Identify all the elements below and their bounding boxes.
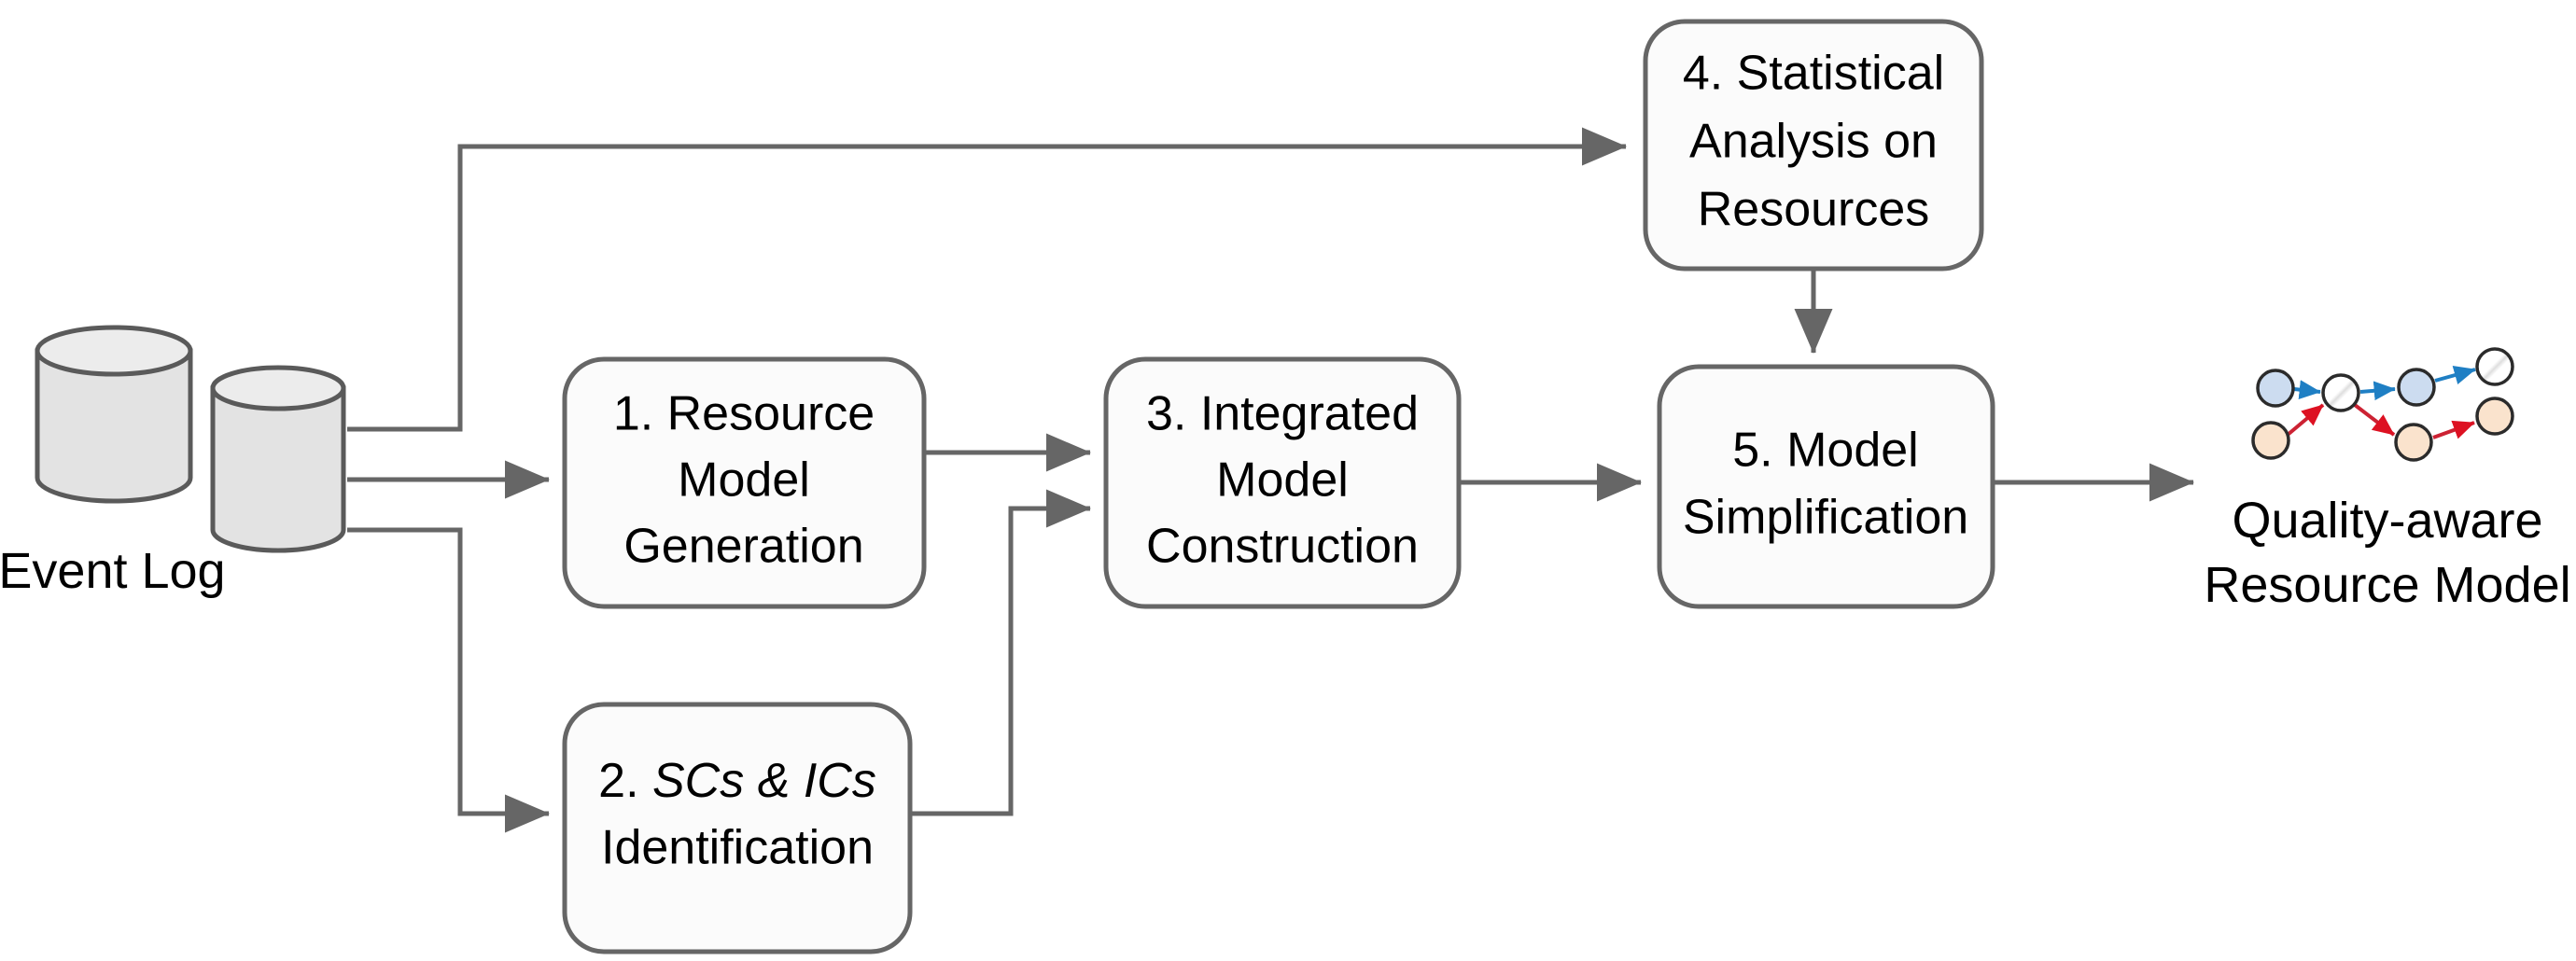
step-2-line-1: 2. SCs & ICs xyxy=(598,754,876,808)
database-cylinder-icon xyxy=(35,325,346,553)
step-5-line-1: 5. Model xyxy=(1732,424,1918,478)
step-4-line-2: Analysis on xyxy=(1689,115,1938,169)
step-box-5[interactable]: 5. Model Simplification xyxy=(1657,364,1995,609)
output-label-line-1: Quality-aware xyxy=(2232,493,2542,549)
step-box-2[interactable]: 2. SCs & ICs Identification xyxy=(562,702,913,954)
event-log-label: Event Log xyxy=(0,543,226,599)
network-graph-icon xyxy=(2251,347,2514,462)
step-2-number: 2. xyxy=(598,754,652,808)
graph-node-2 xyxy=(2321,373,2360,412)
step-5-line-2: Simplification xyxy=(1683,491,1968,545)
step-4-line-1: 4. Statistical xyxy=(1683,47,1944,101)
step-4-line-3: Resources xyxy=(1698,183,1930,237)
step-3-line-2: Model xyxy=(1216,453,1349,508)
step-3-line-1: 3. Integrated xyxy=(1146,387,1419,441)
step-1-line-2: Model xyxy=(678,453,810,508)
graph-node-3 xyxy=(2397,368,2436,407)
step-box-4[interactable]: 4. Statistical Analysis on Resources xyxy=(1643,19,1984,272)
output-label-line-2: Resource Model xyxy=(2204,557,2570,613)
connector-step2-to-step3 xyxy=(910,489,1092,816)
step-box-1[interactable]: 1. Resource Model Generation xyxy=(562,356,927,609)
step-2-italic: SCs & ICs xyxy=(652,754,876,808)
graph-node-4 xyxy=(2475,347,2514,386)
step-3-line-3: Construction xyxy=(1146,520,1419,574)
step-2-line-2: Identification xyxy=(601,821,874,875)
graph-node-6 xyxy=(2394,423,2433,462)
connector-log-to-step4 xyxy=(347,127,1628,432)
connector-log-to-step2 xyxy=(347,527,551,833)
graph-node-7 xyxy=(2475,397,2514,436)
step-1-line-3: Generation xyxy=(623,520,863,574)
step-box-3[interactable]: 3. Integrated Model Construction xyxy=(1103,356,1462,609)
graph-node-1 xyxy=(2256,369,2295,408)
step-1-line-1: 1. Resource xyxy=(613,387,875,441)
graph-node-5 xyxy=(2251,421,2290,460)
